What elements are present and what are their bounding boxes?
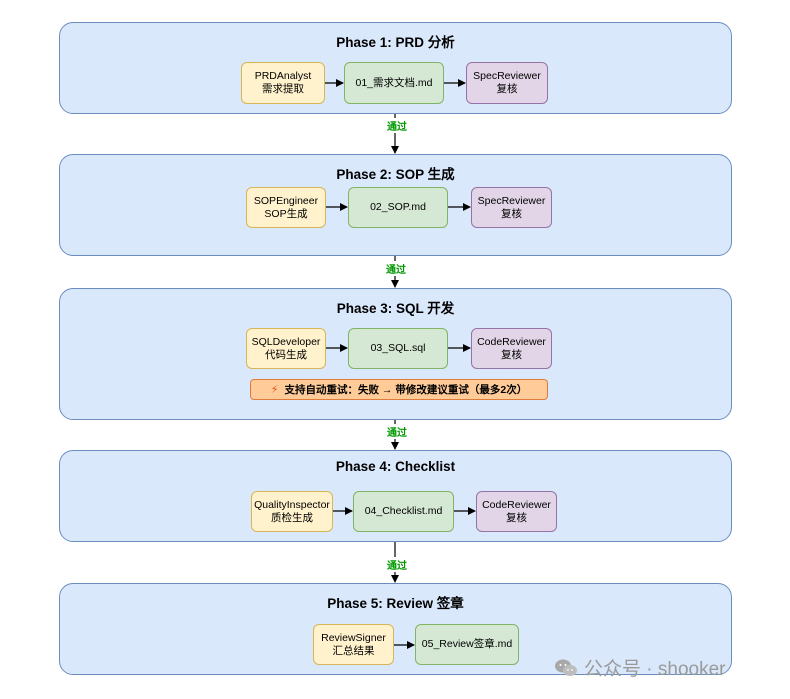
agent-role: SOP生成: [264, 207, 308, 220]
doc-name: 02_SOP.md: [370, 201, 426, 213]
phase-title: Phase 5: Review 签章: [327, 596, 464, 611]
pass-label: 通过: [386, 424, 408, 439]
doc-node: 03_SQL.sql: [348, 328, 448, 369]
reviewer-name: SpecReviewer: [473, 70, 541, 82]
agent-node: SQLDeveloper 代码生成: [246, 328, 326, 369]
agent-role: 汇总结果: [332, 644, 375, 657]
agent-role: 质检生成: [271, 511, 313, 524]
phase-title: Phase 4: Checklist: [335, 459, 456, 474]
agent-name: ReviewSigner: [321, 631, 386, 644]
pass-label: 通过: [385, 261, 407, 276]
phase-5-container: Phase 5: Review 签章: [59, 583, 732, 675]
agent-name: QualityInspector: [254, 498, 330, 511]
reviewer-role: 复核: [501, 207, 522, 220]
reviewer-name: SpecReviewer: [477, 194, 546, 207]
phase-title: Phase 2: SOP 生成: [336, 167, 455, 182]
agent-node: PRDAnalyst 需求提取: [241, 62, 325, 104]
doc-node: 02_SOP.md: [348, 187, 448, 228]
reviewer-name: CodeReviewer: [477, 335, 546, 348]
pass-label: 通过: [386, 118, 408, 133]
agent-role: 代码生成: [265, 348, 307, 361]
agent-name: SQLDeveloper: [251, 335, 321, 348]
doc-node: 01_需求文档.md: [344, 62, 444, 104]
reviewer-node: SpecReviewer 复核: [466, 62, 548, 104]
reviewer-role: 复核: [496, 83, 518, 95]
doc-name: 05_Review签章.md: [421, 638, 513, 650]
agent-node: SOPEngineer SOP生成: [246, 187, 326, 228]
watermark: 公众号 · shooker: [554, 654, 725, 681]
retry-note-text: 支持自动重试：失败 → 带修改建议重试（最多2次）: [284, 384, 528, 396]
watermark-text: 公众号 · shooker: [584, 659, 726, 680]
retry-note: ⚡ 支持自动重试：失败 → 带修改建议重试（最多2次）: [250, 379, 548, 400]
wechat-icon: [555, 659, 577, 676]
lightning-icon: ⚡: [270, 384, 279, 396]
reviewer-node: SpecReviewer 复核: [471, 187, 552, 228]
agent-role: 需求提取: [262, 83, 304, 95]
agent-node: ReviewSigner 汇总结果: [313, 624, 394, 665]
doc-name: 04_Checklist.md: [364, 505, 443, 517]
doc-name: 03_SQL.sql: [370, 342, 426, 354]
reviewer-node: CodeReviewer 复核: [476, 491, 557, 532]
agent-node: QualityInspector 质检生成: [251, 491, 333, 532]
doc-node: 05_Review签章.md: [415, 624, 519, 665]
doc-name: 01_需求文档.md: [355, 76, 433, 89]
reviewer-role: 复核: [501, 348, 522, 361]
phase-title: Phase 1: PRD 分析: [336, 35, 455, 50]
reviewer-role: 复核: [506, 511, 527, 524]
doc-node: 04_Checklist.md: [353, 491, 454, 532]
reviewer-node: CodeReviewer 复核: [471, 328, 552, 369]
phase-title: Phase 3: SQL 开发: [336, 301, 455, 316]
agent-name: SOPEngineer: [253, 194, 319, 207]
pass-label: 通过: [386, 557, 408, 572]
agent-name: PRDAnalyst: [254, 70, 312, 82]
reviewer-name: CodeReviewer: [482, 498, 551, 511]
